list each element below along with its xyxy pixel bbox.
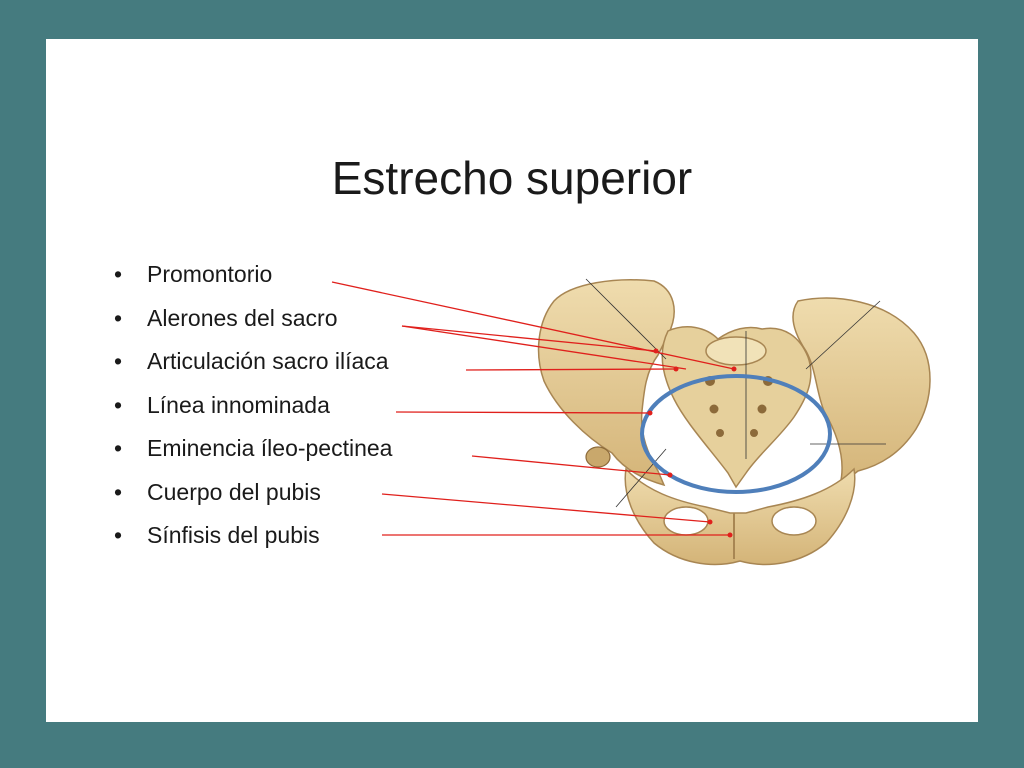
list-item: • Cuerpo del pubis (114, 479, 392, 523)
list-item: • Promontorio (114, 261, 392, 305)
list-item: • Eminencia íleo-pectinea (114, 435, 392, 479)
pointer-line-promontorio (331, 281, 735, 370)
list-item-label: Eminencia íleo-pectinea (147, 435, 393, 461)
slide-title: Estrecho superior (331, 152, 693, 204)
pointer-tip (731, 366, 737, 372)
pointer-line-linea (395, 411, 651, 414)
bullet-icon: • (114, 391, 123, 418)
pointer-tip (707, 519, 713, 525)
pointer-line-alerones (401, 325, 657, 352)
list-item-label: Línea innominada (147, 391, 330, 418)
sacral-foramen (716, 429, 724, 437)
sacral-foramen (750, 429, 758, 437)
right-ilium (792, 297, 931, 487)
list-item-label: Articulación sacro ilíaca (147, 348, 389, 374)
pointer-tip (667, 472, 673, 478)
reference-line (805, 300, 881, 370)
vertebral-body (705, 336, 767, 366)
bullet-icon: • (114, 478, 123, 505)
pointer-line-eminencia (471, 455, 671, 476)
list-item: • Sínfisis del pubis (114, 522, 392, 566)
list-item: • Alerones del sacro (114, 305, 392, 349)
pubic-region (624, 467, 856, 566)
bullet-icon: • (114, 304, 123, 331)
slide: Estrecho superior • Promontorio • Alerones… (46, 39, 978, 722)
list-item-label: Promontorio (147, 261, 273, 287)
bullet-icon: • (114, 261, 123, 287)
bullet-list: • Promontorio • Alerones del sacro • Articu… (114, 261, 392, 566)
pointer-tip (647, 410, 653, 416)
pointer-arrowheads (647, 348, 737, 538)
obturator-foramen-right (771, 506, 817, 536)
pointer-tip (727, 532, 733, 538)
bullet-icon: • (114, 348, 123, 374)
bullet-icon: • (114, 522, 123, 548)
sacral-foramen (709, 404, 719, 414)
pointer-lines (331, 281, 735, 536)
pointer-tip (673, 366, 679, 372)
sacrum (661, 326, 812, 489)
pelvic-inlet-ellipse (640, 374, 832, 494)
reference-line (585, 278, 667, 360)
pointer-line-cuerpo (381, 493, 711, 523)
list-item-label: Sínfisis del pubis (147, 522, 320, 548)
list-item-label: Alerones del sacro (147, 304, 338, 331)
bullet-icon: • (114, 435, 123, 461)
pointer-tip (653, 348, 659, 354)
list-item-label: Cuerpo del pubis (147, 478, 321, 505)
list-item: • Línea innominada (114, 392, 392, 436)
pointer-line-alerones (401, 325, 687, 370)
acetabulum (585, 446, 611, 468)
pointer-line-articulacion (465, 368, 677, 371)
pelvis-illustration (331, 278, 931, 566)
list-item: • Articulación sacro ilíaca (114, 348, 392, 392)
reference-line (615, 448, 667, 508)
sacral-foramen (757, 404, 767, 414)
